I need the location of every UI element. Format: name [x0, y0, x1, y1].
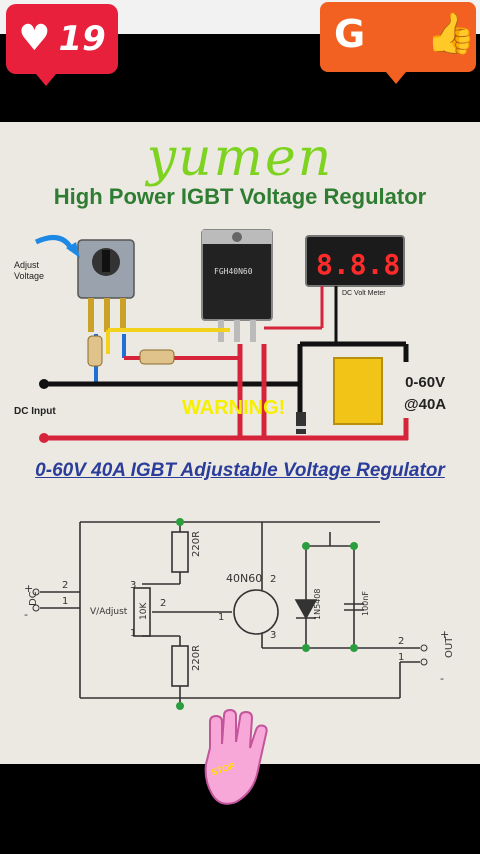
diagram-subtitle: 0-60V 40A IGBT Adjustable Voltage Regula… [35, 460, 445, 481]
dc-input-label: DC Input [14, 406, 56, 417]
output-current: @40A [404, 396, 447, 413]
pot-pin-2: 2 [160, 598, 166, 609]
igbt-pin-3: 3 [270, 630, 276, 641]
igbt-pin-2: 2 [270, 574, 276, 585]
schematic-diagram [40, 521, 420, 706]
output-voltage: 0-60V [405, 374, 446, 391]
capacitor-illustration [333, 357, 383, 425]
diode-label: 1N5408 [313, 589, 322, 620]
pot-pin-3: 3 [130, 580, 136, 591]
out-plus: + [440, 628, 449, 641]
out-pin-1: 1 [398, 652, 404, 663]
out-label: OUT [444, 636, 455, 658]
resistor-bottom-label: 220R [191, 645, 202, 671]
potentiometer-illustration [77, 239, 135, 332]
dc-in-label: DC [28, 591, 39, 606]
voltmeter-illustration [305, 235, 405, 287]
igbt-pin-1: 1 [218, 612, 224, 623]
warning-overlay: WARNING! [182, 397, 286, 419]
adjust-voltage-label: Adjust Voltage [14, 260, 45, 281]
diagram-title: High Power IGBT Voltage Regulator [53, 184, 427, 209]
dc-pin-2: 2 [62, 580, 68, 591]
out-minus: - [440, 672, 444, 685]
dc-pin-1: 1 [62, 596, 68, 607]
dc-plus: + [24, 582, 33, 595]
heart-icon: ♥ [18, 18, 51, 59]
g-label: G [334, 12, 366, 56]
output-rating-label: 0-60V @40A [404, 372, 446, 416]
pot-value-label: 10K [139, 602, 149, 620]
stop-hand-icon[interactable] [196, 708, 272, 812]
g-badge[interactable]: G 👍 [320, 2, 476, 84]
igbt-marking: FGH40N60 [214, 267, 253, 276]
brand-logo: yumen [146, 128, 334, 188]
out-pin-2: 2 [398, 636, 404, 647]
capacitor-label: 100nF [361, 591, 370, 616]
like-count: 19 [58, 19, 106, 59]
meter-digits: 8.8.8 [316, 248, 400, 281]
resistor-top-label: 220R [191, 531, 202, 557]
pot-pin-1: 1 [130, 628, 136, 639]
thumbs-up-icon: 👍 [426, 11, 476, 57]
volt-meter-label: DC Volt Meter [342, 290, 386, 297]
like-badge[interactable]: ♥ 19 [6, 4, 118, 86]
circuit-illustration: FGH40N60 8.8.8 [24, 229, 455, 710]
igbt-illustration [201, 229, 273, 342]
transistor-label: 40N60 [226, 572, 262, 585]
pot-label: V/Adjust [90, 607, 128, 617]
dc-minus: - [24, 608, 28, 621]
